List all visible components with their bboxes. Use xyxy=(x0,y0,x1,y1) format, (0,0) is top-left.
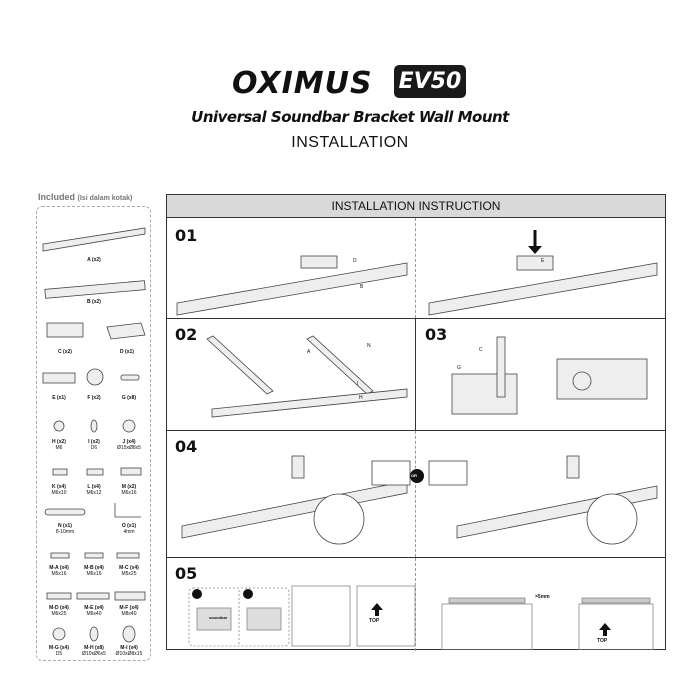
part-n: N (x1)8-10mm xyxy=(55,523,75,535)
instruction-header: INSTALLATION INSTRUCTION xyxy=(167,195,665,218)
callout-g: G xyxy=(457,365,461,371)
part-m-a: M-A (x4)M5x16 xyxy=(49,565,69,577)
part-j: J (x4)Ø15xØ8x5 xyxy=(117,439,141,451)
callout-h: H xyxy=(359,395,363,401)
plate-d-drawing xyxy=(106,322,146,340)
part-f: F (x2) xyxy=(87,395,101,401)
step-02-03-illustration xyxy=(206,335,648,418)
part-k: K (x4)M6x10 xyxy=(51,484,67,496)
section-title: INSTALLATION xyxy=(291,134,409,151)
part-b: B (x2) xyxy=(87,299,101,305)
step-number: 04 xyxy=(175,437,198,456)
step-04-illustration xyxy=(181,455,658,545)
callout-n: N xyxy=(367,343,371,349)
soundbar-label: soundbar xyxy=(209,615,228,620)
part-m-c: M-C (x4)M5x25 xyxy=(119,565,139,577)
part-m-g: M-G (x4)D5 xyxy=(49,645,69,657)
step-01-illustration xyxy=(176,230,658,316)
part-m: M (x2)M6x16 xyxy=(121,484,137,496)
step-number: 02 xyxy=(175,325,198,344)
step-number: 05 xyxy=(175,564,198,583)
brand-logo: OXIMUS xyxy=(232,66,373,101)
instruction-table: INSTALLATION INSTRUCTION 01 B D E 02 03 … xyxy=(166,194,666,651)
step-number: 01 xyxy=(175,226,198,245)
or-badge: OR xyxy=(411,473,417,478)
callout-c: C xyxy=(479,347,483,353)
part-e-drawing xyxy=(42,372,76,384)
product-title: Universal Soundbar Bracket Wall Mount xyxy=(191,108,509,126)
part-c: C (x2) xyxy=(58,349,72,355)
callout-e: E xyxy=(541,258,545,264)
part-m-d: M-D (x4)M6x25 xyxy=(49,605,69,617)
rail-b-drawing xyxy=(44,280,146,299)
model-badge: EV50 xyxy=(394,65,466,98)
part-d: D (x1) xyxy=(120,349,134,355)
part-g-drawing xyxy=(120,374,140,381)
part-m-e: M-E (x4)M6x40 xyxy=(84,605,104,617)
rail-a-drawing xyxy=(42,227,146,252)
part-g: G (x8) xyxy=(121,395,137,401)
callout-i: I xyxy=(357,381,359,387)
step-04-row: 04 OR xyxy=(167,431,665,558)
parts-illustrations xyxy=(42,227,146,643)
part-o: O (x1)4mm xyxy=(121,523,137,535)
part-a: A (x2) xyxy=(87,257,101,263)
top-label: TOP xyxy=(369,618,380,624)
included-note: (Isi dalam kotak) xyxy=(77,195,133,202)
callout-a: A xyxy=(307,349,311,355)
step-05-row: 05 soundbar >5mm TOP TOP xyxy=(167,558,665,651)
step-number: 03 xyxy=(425,325,448,344)
part-f-drawing xyxy=(86,368,104,386)
callout-d: D xyxy=(353,258,357,264)
part-i: I (x2)D6 xyxy=(88,439,100,451)
gap-label: >5mm xyxy=(535,594,550,600)
part-h: H (x2)M6 xyxy=(52,439,66,451)
part-m-i: M-I (x4)Ø10xØ8x15 xyxy=(115,645,143,657)
part-m-b: M-B (x4)M6x16 xyxy=(84,565,104,577)
part-m-f: M-F (x4)M8x40 xyxy=(119,605,139,617)
included-title: Included (Isi dalam kotak) xyxy=(38,192,132,202)
callout-b: B xyxy=(360,284,364,290)
step-01-row: 01 B D E xyxy=(167,218,665,319)
part-l: L (x4)M6x12 xyxy=(86,484,102,496)
part-m-h: M-H (x8)Ø10xØ6x5 xyxy=(82,645,106,657)
step-05-illustration xyxy=(188,585,654,650)
included-label: Included xyxy=(38,192,76,202)
bracket-c-drawing xyxy=(46,322,84,338)
top-label: TOP xyxy=(597,638,608,644)
part-e: E (x1) xyxy=(52,395,66,401)
step-02-03-row: 02 03 A N H I C G xyxy=(167,319,665,431)
parts-list: A (x2) B (x2) C (x2) D (x1) E (x1) F (x2… xyxy=(36,206,151,661)
